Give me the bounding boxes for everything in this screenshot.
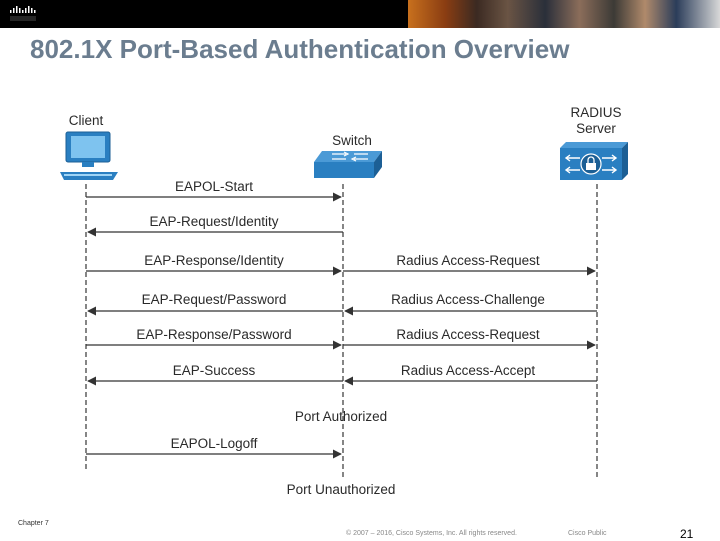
msg-radius-access-request-1: Radius Access-Request xyxy=(396,253,540,268)
client-computer-icon xyxy=(60,131,118,180)
switch-icon xyxy=(314,151,382,178)
msg-port-unauthorized: Port Unauthorized xyxy=(287,482,396,497)
msg-eapol-logoff: EAPOL-Logoff xyxy=(171,436,258,451)
page-number: 21 xyxy=(680,527,694,541)
msg-radius-access-request-2: Radius Access-Request xyxy=(396,327,540,342)
msg-port-authorized: Port Authorized xyxy=(295,409,387,424)
top-banner xyxy=(0,0,720,28)
client-label: Client xyxy=(69,113,104,128)
radius-server-icon xyxy=(560,142,628,180)
footer-chapter: Chapter 7 xyxy=(18,520,49,527)
footer-classification: Cisco Public xyxy=(568,530,607,537)
cisco-logo xyxy=(10,6,36,21)
msg-eapol-start: EAPOL-Start xyxy=(175,179,253,194)
switch-label: Switch xyxy=(332,133,372,148)
msg-radius-access-accept: Radius Access-Accept xyxy=(401,363,536,378)
msg-radius-access-challenge: Radius Access-Challenge xyxy=(391,292,545,307)
radius-label-line1: RADIUS xyxy=(570,105,621,120)
msg-eap-success: EAP-Success xyxy=(173,363,256,378)
msg-eap-response-identity: EAP-Response/Identity xyxy=(144,253,284,268)
slide-title: 802.1X Port-Based Authentication Overvie… xyxy=(30,34,570,64)
footer-copyright: © 2007 – 2016, Cisco Systems, Inc. All r… xyxy=(346,530,517,537)
msg-eap-request-password: EAP-Request/Password xyxy=(142,292,287,307)
banner-photo xyxy=(408,0,720,28)
msg-eap-response-password: EAP-Response/Password xyxy=(136,327,291,342)
msg-eap-request-identity: EAP-Request/Identity xyxy=(149,214,278,229)
radius-label-line2: Server xyxy=(576,121,616,136)
